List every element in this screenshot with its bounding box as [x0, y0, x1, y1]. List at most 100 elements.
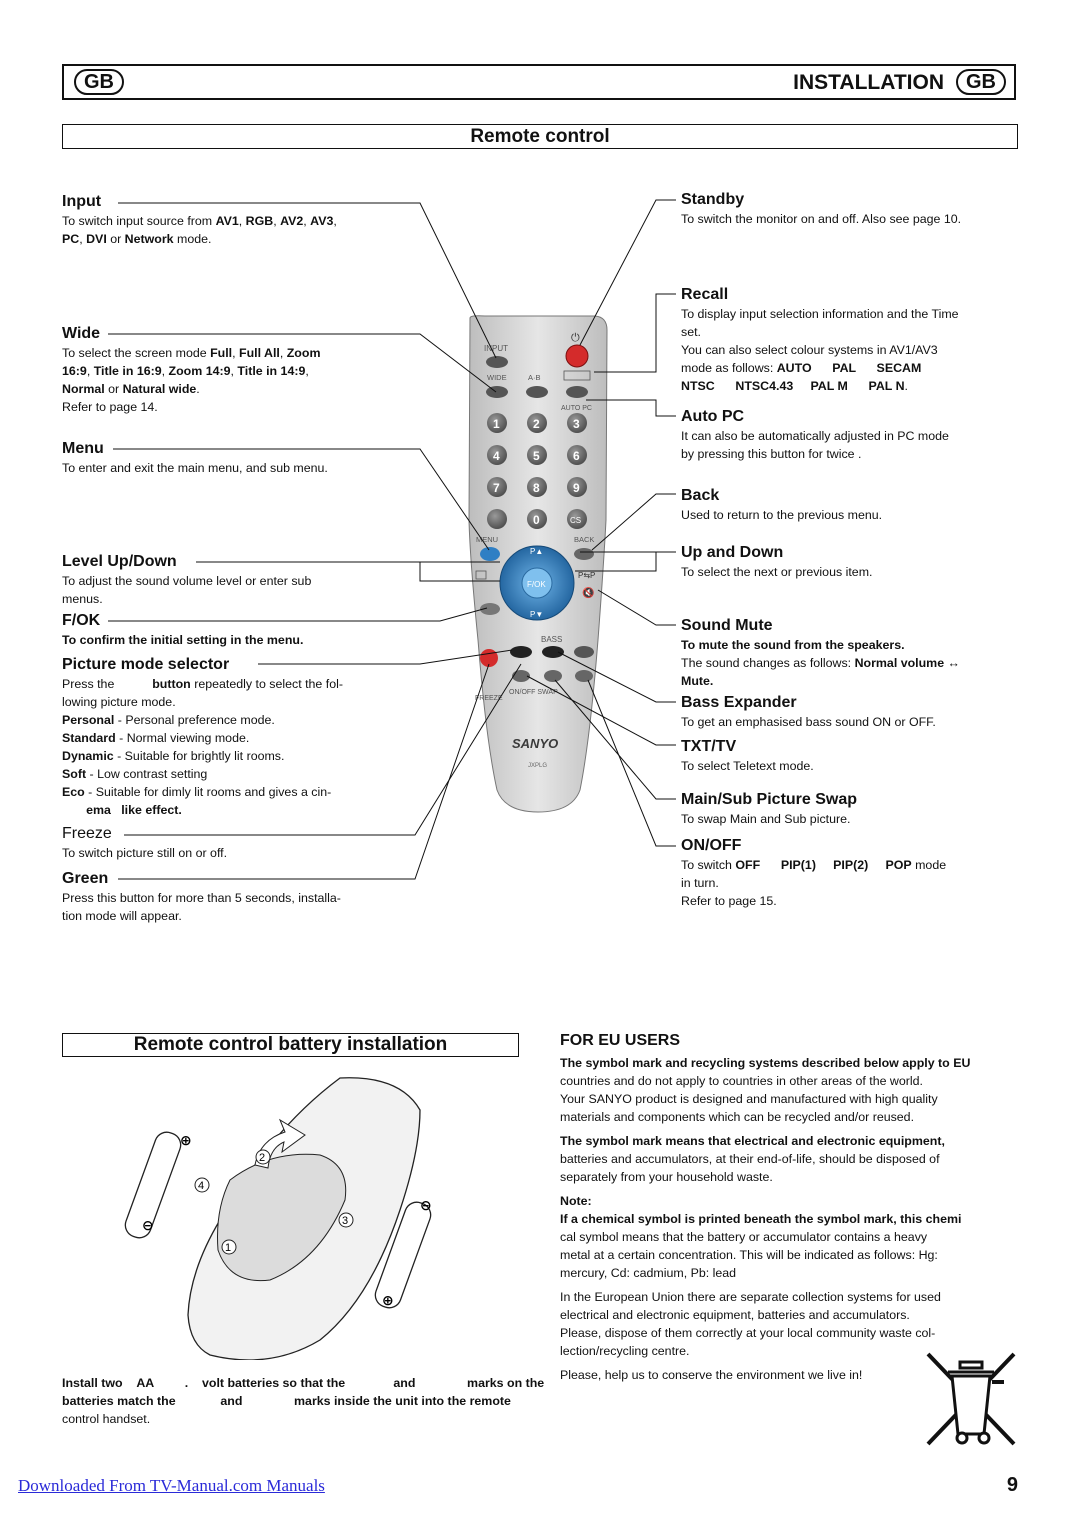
remote-section-title: Remote control	[62, 124, 1018, 149]
power-button[interactable]	[565, 344, 589, 368]
cs-label: CS	[570, 516, 581, 525]
digit-0-button[interactable]	[527, 509, 547, 529]
bass-button[interactable]	[542, 646, 564, 658]
standby-desc: To switch the monitor on and off. Also s…	[681, 212, 962, 226]
digit-2-button[interactable]	[527, 413, 547, 433]
green-desc: Press this button for more than 5 second…	[62, 891, 341, 923]
wide-key-label: WIDE	[487, 373, 507, 382]
txt-tv-title: TXT/TV	[681, 738, 737, 755]
input-button[interactable]	[486, 356, 508, 368]
cs-button[interactable]	[567, 509, 587, 529]
level-title: Level Up/Down	[62, 553, 177, 570]
eu-paragraph-2: The symbol mark means that electrical an…	[560, 1134, 945, 1184]
digit-5-label: 5	[533, 449, 540, 463]
up-down-desc: To select the next or previous item.	[681, 565, 873, 579]
gb-badge-left: GB	[74, 69, 124, 95]
auto-pc-desc: It can also be automatically adjusted in…	[681, 429, 949, 461]
step-2-label: 2	[259, 1152, 265, 1164]
minus-icon: ⊖	[142, 1217, 154, 1233]
onoff-button[interactable]	[575, 670, 593, 682]
fok-desc: To confirm the initial setting in the me…	[62, 633, 304, 647]
pp-key-label: P⇆P	[578, 571, 595, 580]
battery-compartment	[217, 1153, 347, 1282]
fok-title: F/OK	[62, 612, 101, 629]
up-down-title: Up and Down	[681, 544, 784, 561]
plus-icon: ⊕	[180, 1132, 192, 1148]
battery-caption: Install two AA . volt batteries so that …	[62, 1376, 545, 1426]
back-key-label: BACK	[574, 535, 594, 544]
menu-button[interactable]	[480, 547, 500, 561]
digit-9-label: 9	[573, 481, 580, 495]
wide-button[interactable]	[486, 386, 508, 398]
digit-1-label: 1	[493, 417, 500, 431]
digit-8-label: 8	[533, 481, 540, 495]
onoff-title: ON/OFF	[681, 837, 742, 854]
fok-button[interactable]	[521, 567, 553, 599]
bass-key-label: BASS	[541, 635, 562, 644]
digit-6-button[interactable]	[567, 445, 587, 465]
green-title: Green	[62, 870, 109, 887]
recall-icon	[563, 370, 591, 381]
eu-closing: Please, help us to conserve the environm…	[560, 1368, 863, 1382]
freeze-desc: To switch picture still on or off.	[62, 846, 228, 860]
picture-mode-key[interactable]	[480, 603, 500, 615]
swap-desc: To swap Main and Sub picture.	[681, 812, 851, 826]
eu-paragraph-3: In the European Union there are separate…	[560, 1290, 941, 1358]
digit-2-label: 2	[533, 417, 540, 431]
leader-lines-right	[526, 199, 676, 847]
ab-button[interactable]	[526, 386, 548, 398]
recall-title: Recall	[681, 286, 729, 303]
digit-3-label: 3	[573, 417, 580, 431]
dash-button[interactable]	[487, 509, 507, 529]
txt-icon	[475, 570, 487, 580]
step-4-label: 4	[198, 1180, 204, 1192]
digit-6-label: 6	[573, 449, 580, 463]
freeze-title: Freeze	[62, 825, 112, 842]
swap-title: Main/Sub Picture Swap	[681, 791, 858, 808]
swap-button[interactable]	[544, 670, 562, 682]
mute-icon: 🔇	[582, 586, 594, 599]
footer-download-link[interactable]: Downloaded From TV-Manual.com Manuals	[18, 1476, 325, 1495]
txt-tv-desc: To select Teletext mode.	[681, 759, 814, 773]
digit-1-button[interactable]	[487, 413, 507, 433]
digit-3-button[interactable]	[567, 413, 587, 433]
page-header: GB INSTALLATION GB	[62, 64, 1016, 100]
auto-pc-key-label: AUTO PC	[561, 405, 592, 412]
step-3-label: 3	[342, 1215, 348, 1227]
input-desc: To switch input source from AV1, RGB, AV…	[62, 214, 337, 246]
onoff-swap-key-label: ON/OFF SWAP	[509, 689, 558, 696]
back-desc: Used to return to the previous menu.	[681, 508, 883, 522]
digit-keypad: 1 2 3 4 5 6 7 8 9 0 CS	[487, 413, 587, 529]
sound-mute-title: Sound Mute	[681, 617, 773, 634]
model-label: JXPLG	[528, 763, 547, 769]
recall-button[interactable]	[566, 386, 588, 398]
power-icon: ⏻	[571, 332, 580, 344]
digit-4-button[interactable]	[487, 445, 507, 465]
channel-up-label: P▲	[530, 547, 543, 556]
sanyo-logo: SANYO	[512, 736, 558, 751]
digit-8-button[interactable]	[527, 477, 547, 497]
battery-left: ⊕ ⊖	[124, 1131, 192, 1239]
green-button[interactable]	[480, 649, 498, 667]
step-1-label: 1	[225, 1242, 231, 1254]
weee-bin-icon	[926, 1352, 1016, 1446]
sound-mute-desc: To mute the sound from the speakers.The …	[681, 638, 960, 688]
digit-5-button[interactable]	[527, 445, 547, 465]
picture-mode-title: Picture mode selector	[62, 656, 230, 673]
plus-icon: ⊕	[382, 1292, 394, 1308]
digit-4-label: 4	[493, 449, 500, 463]
digit-7-button[interactable]	[487, 477, 507, 497]
channel-down-label: P▼	[530, 610, 543, 619]
fok-key-label: F/OK	[527, 580, 546, 589]
page-number: 9	[1006, 1474, 1018, 1496]
picture-mode-button[interactable]	[574, 646, 594, 658]
digit-0-label: 0	[533, 513, 540, 527]
back-button[interactable]	[574, 548, 594, 560]
minus-icon: ⊖	[420, 1197, 432, 1213]
menu-title: Menu	[62, 440, 104, 457]
txt-tv-button[interactable]	[512, 670, 530, 682]
freeze-button[interactable]	[510, 646, 532, 658]
digit-9-button[interactable]	[567, 477, 587, 497]
bass-expander-title: Bass Expander	[681, 694, 797, 711]
